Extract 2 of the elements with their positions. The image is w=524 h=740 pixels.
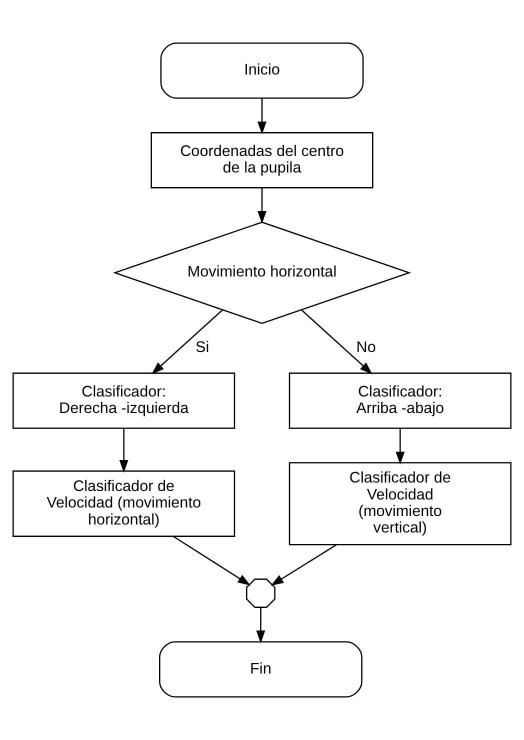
edge-label: No: [356, 339, 376, 356]
edge-label: Si: [195, 339, 210, 356]
